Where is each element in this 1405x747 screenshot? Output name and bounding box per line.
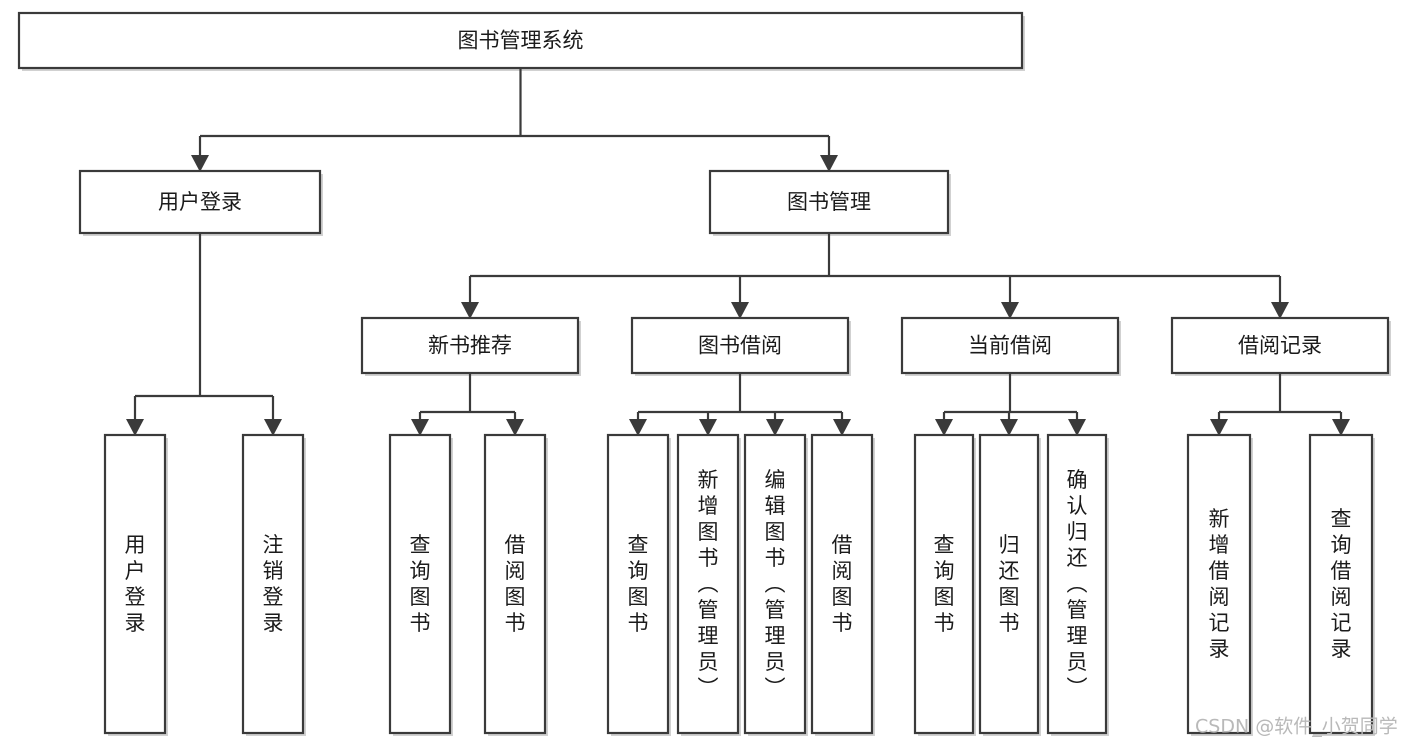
node-label-leaf-add-borrow-record: 新增借阅记录 [1209,507,1230,661]
node-box-layer [17,11,1390,735]
arrow-head [1332,419,1350,436]
node-box-leaf-confirm-return-admin[interactable] [1046,433,1108,735]
arrow-head [935,419,953,436]
node-box-borrow-record[interactable] [1170,316,1390,375]
node-label-borrow-record: 借阅记录 [1238,334,1322,358]
arrow-head [766,419,784,436]
node-box-leaf-query-borrow-record[interactable] [1308,433,1374,735]
arrow-head [1001,302,1019,319]
arrow-head [820,155,838,172]
node-box-leaf-query-book-borrow[interactable] [606,433,670,735]
arrow-head [699,419,717,436]
node-box-leaf-user-login[interactable] [103,433,167,735]
node-label-user-login: 用户登录 [158,190,242,214]
node-box-leaf-logout[interactable] [241,433,305,735]
node-box-book-management[interactable] [708,169,950,235]
arrow-head [1210,419,1228,436]
node-label-leaf-query-book-borrow: 查询图书 [628,533,649,635]
node-box-leaf-borrow-book[interactable] [810,433,874,735]
arrow-head [629,419,647,436]
node-box-current-borrow[interactable] [900,316,1120,375]
node-label-leaf-logout: 注销登录 [263,533,284,635]
node-box-new-book-recommend[interactable] [360,316,580,375]
node-box-leaf-add-book-admin[interactable] [676,433,740,735]
node-label-leaf-add-book-admin: 新增图书︵管理员︶ [698,468,719,700]
node-label-book-management: 图书管理 [787,190,871,214]
node-box-leaf-borrow-book-recommend[interactable] [483,433,547,735]
node-label-leaf-return-book: 归还图书 [999,533,1020,635]
arrow-head [1000,419,1018,436]
node-label-leaf-borrow-book-recommend: 借阅图书 [505,533,526,635]
node-label-new-book-recommend: 新书推荐 [428,334,512,358]
node-box-book-borrow[interactable] [630,316,850,375]
arrow-head [1068,419,1086,436]
node-label-leaf-confirm-return-admin: 确认归还︵管理员︶ [1067,468,1088,700]
arrow-head [411,419,429,436]
connector-layer [126,68,1350,436]
node-label-book-borrow: 图书借阅 [698,334,782,358]
node-box-leaf-return-book[interactable] [978,433,1040,735]
arrow-head [833,419,851,436]
arrow-head [126,419,144,436]
node-box-leaf-query-book-recommend[interactable] [388,433,452,735]
arrow-head [731,302,749,319]
node-box-leaf-add-borrow-record[interactable] [1186,433,1252,735]
node-label-leaf-borrow-book: 借阅图书 [832,533,853,635]
node-label-leaf-user-login: 用户登录 [125,533,146,635]
arrow-head [461,302,479,319]
csdn-watermark: CSDN @软件_小贺同学 [1195,716,1398,738]
arrow-head [506,419,524,436]
arrow-head [191,155,209,172]
arrow-head [1271,302,1289,319]
node-label-leaf-query-borrow-record: 查询借阅记录 [1331,507,1352,661]
node-box-leaf-edit-book-admin[interactable] [743,433,807,735]
arrow-head [264,419,282,436]
node-label-root: 图书管理系统 [458,29,584,53]
node-label-layer: 图书管理系统用户登录图书管理新书推荐图书借阅当前借阅借阅记录用户登录注销登录查询… [125,29,1352,701]
node-label-leaf-edit-book-admin: 编辑图书︵管理员︶ [765,468,786,700]
node-box-leaf-query-book-current[interactable] [913,433,975,735]
node-box-root[interactable] [17,11,1024,70]
node-label-current-borrow: 当前借阅 [968,334,1052,358]
node-label-leaf-query-book-recommend: 查询图书 [410,533,431,635]
node-box-user-login[interactable] [78,169,322,235]
node-label-leaf-query-book-current: 查询图书 [934,533,955,635]
